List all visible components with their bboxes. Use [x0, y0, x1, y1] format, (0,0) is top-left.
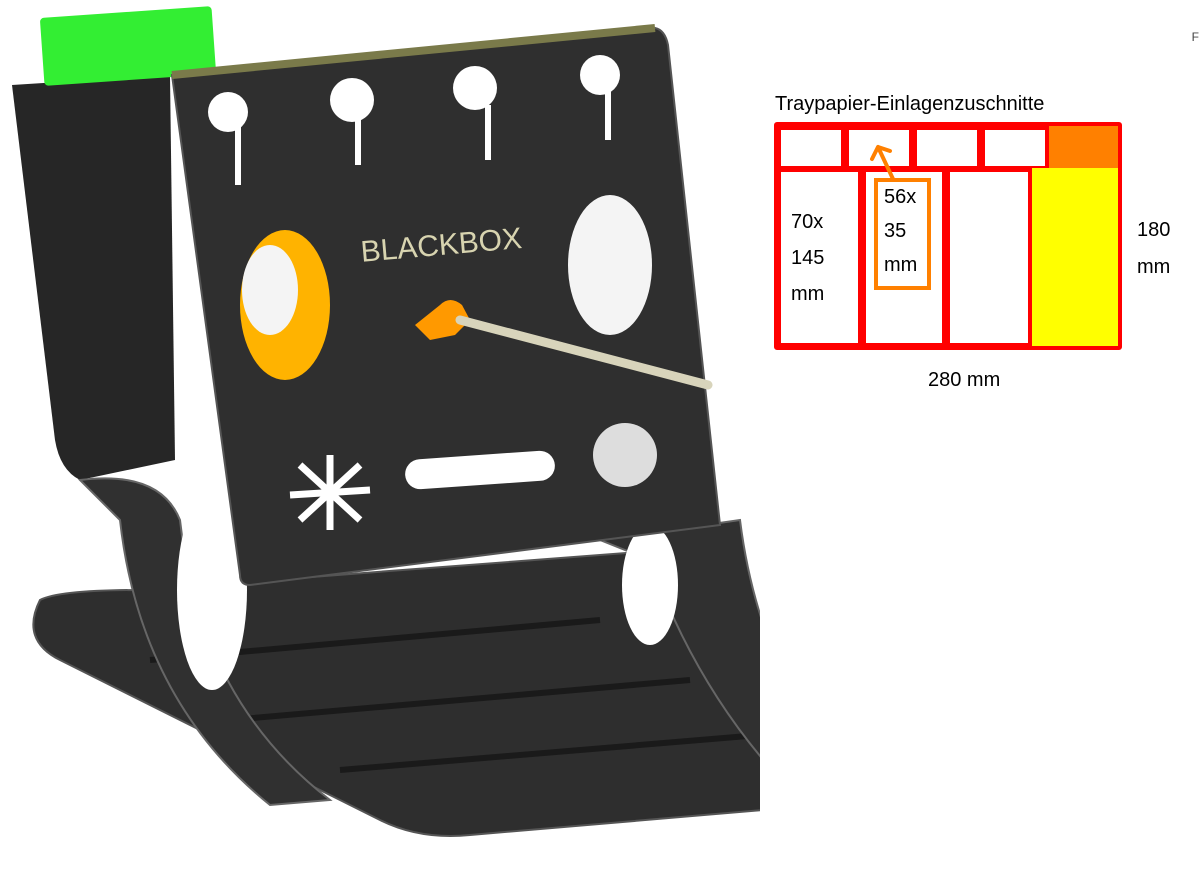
star-cutout-left: [289, 455, 371, 530]
side-box: [12, 75, 175, 480]
large-cut-dim-1: 70x: [791, 211, 824, 233]
small-cut-slot-3: [917, 130, 977, 166]
height-value: 180: [1137, 219, 1171, 241]
small-cut-highlight-box: 56x 35 mm: [874, 178, 931, 290]
large-cut-slot-3: [950, 172, 1028, 343]
green-cartridge: [40, 6, 216, 86]
large-cut-slot-1: 70x 145 mm: [781, 172, 858, 343]
height-unit: mm: [1137, 256, 1171, 278]
right-leg-cutout: [622, 525, 678, 645]
small-cut-dim-1: 56x: [884, 186, 917, 208]
small-cut-dim-3: mm: [884, 254, 918, 276]
left-window-inner: [242, 245, 298, 335]
height-label: 180 mm: [1137, 212, 1170, 286]
arrow-icon: [870, 145, 895, 181]
large-cut-dim-2: 145: [791, 247, 825, 269]
panel-top-edge: [171, 24, 656, 79]
small-cut-slot-4: [985, 130, 1045, 166]
small-cut-dim-2: 35: [884, 220, 907, 242]
diagram-title: Traypapier-Einlagenzuschnitte: [775, 93, 1045, 115]
slot-cutout-center: [405, 450, 555, 490]
right-window: [568, 195, 652, 335]
yellow-area: [1032, 168, 1118, 346]
tray-layout-diagram: 70x 145 mm 56x 35 mm: [774, 122, 1122, 350]
right-leg: [596, 518, 760, 758]
small-cut-slot-1: [781, 130, 841, 166]
orange-corner-area: [1049, 126, 1118, 168]
left-leg-cutout: [177, 490, 247, 690]
orange-holder: [415, 300, 470, 340]
corner-text: F: [1191, 30, 1199, 44]
blackbox-stand-render: BLACKBOX: [12, 6, 760, 837]
flower-cutout-right: [593, 423, 657, 487]
rod: [455, 315, 713, 390]
keyhole-slots: [208, 55, 620, 185]
width-label: 280 mm: [928, 369, 1001, 391]
large-cut-dim-3: mm: [791, 283, 825, 305]
